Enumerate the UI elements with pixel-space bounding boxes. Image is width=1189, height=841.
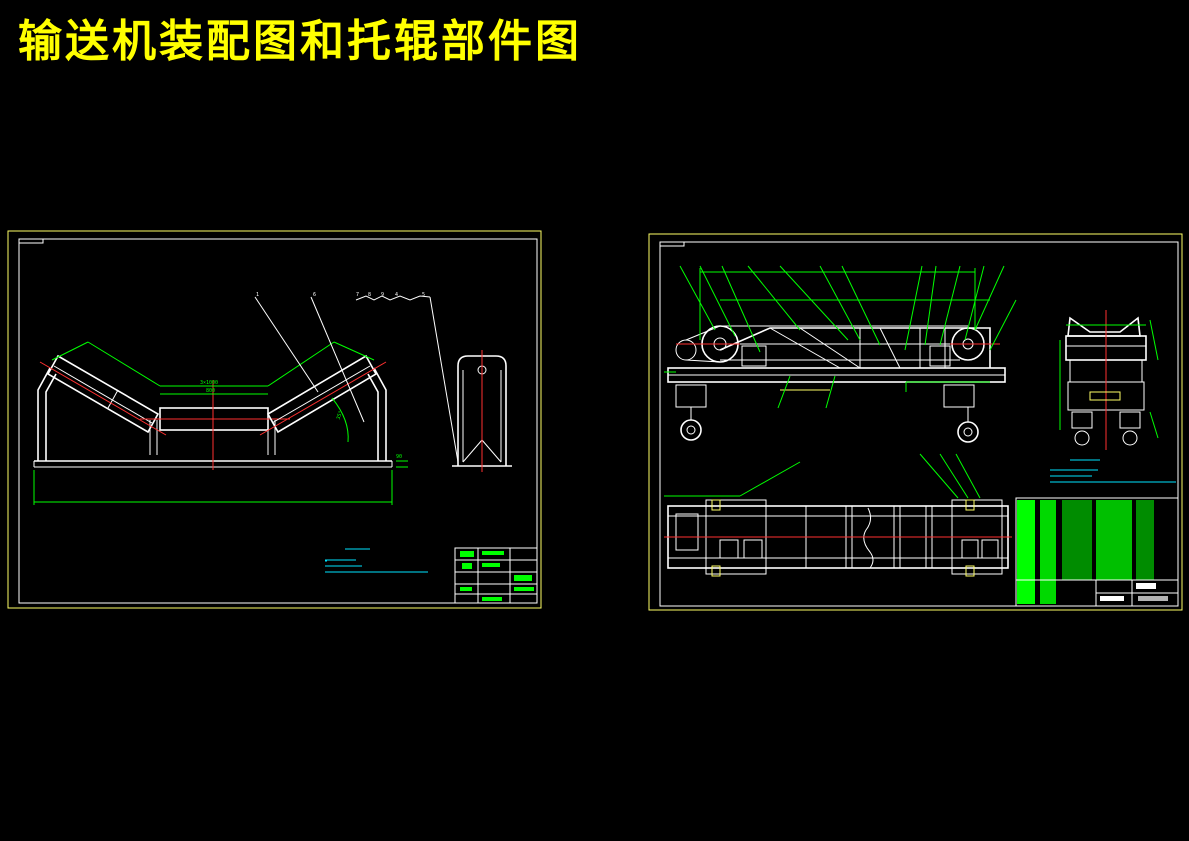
svg-text:800: 800 xyxy=(206,388,215,394)
leader-label-9: 9 xyxy=(381,292,384,298)
idler-title-block xyxy=(454,547,538,604)
svg-text:35°: 35° xyxy=(336,410,345,421)
leader-label-6: 6 xyxy=(313,292,316,298)
trough-idler-front-view: 3×1000 800 35° 90 xyxy=(33,341,408,505)
assembly-parts-list xyxy=(1015,497,1179,607)
page-title: 输送机装配图和托辊部件图 xyxy=(18,16,582,67)
assembly-sheet-outer-border xyxy=(648,233,1183,611)
svg-text:90: 90 xyxy=(396,454,402,460)
idler-sheet: 3×1000 800 35° 90 1 6 7 8 9 4 xyxy=(7,230,542,609)
conveyor-side-section xyxy=(1059,310,1159,450)
idler-side-view xyxy=(452,350,512,472)
leader-label-5: 5 xyxy=(422,292,425,298)
leader-label-8: 8 xyxy=(368,292,371,298)
leader-label-7: 7 xyxy=(356,292,359,298)
conveyor-front-elevation xyxy=(667,268,1006,443)
assembly-sheet-inner-border xyxy=(659,241,1179,607)
leader-label-1: 1 xyxy=(256,292,259,298)
assembly-technical-notes xyxy=(1050,459,1176,483)
conveyor-plan-view xyxy=(664,453,1012,577)
svg-text:3×1000: 3×1000 xyxy=(200,380,218,386)
part-leaders: 1 6 7 8 9 4 5 xyxy=(254,292,459,463)
assembly-sheet xyxy=(648,233,1183,611)
idler-sheet-outer-border xyxy=(7,230,542,609)
leader-label-4: 4 xyxy=(395,292,398,298)
idler-sheet-inner-border xyxy=(18,238,538,604)
idler-technical-notes xyxy=(325,548,428,573)
assembly-leaders xyxy=(664,265,1017,409)
